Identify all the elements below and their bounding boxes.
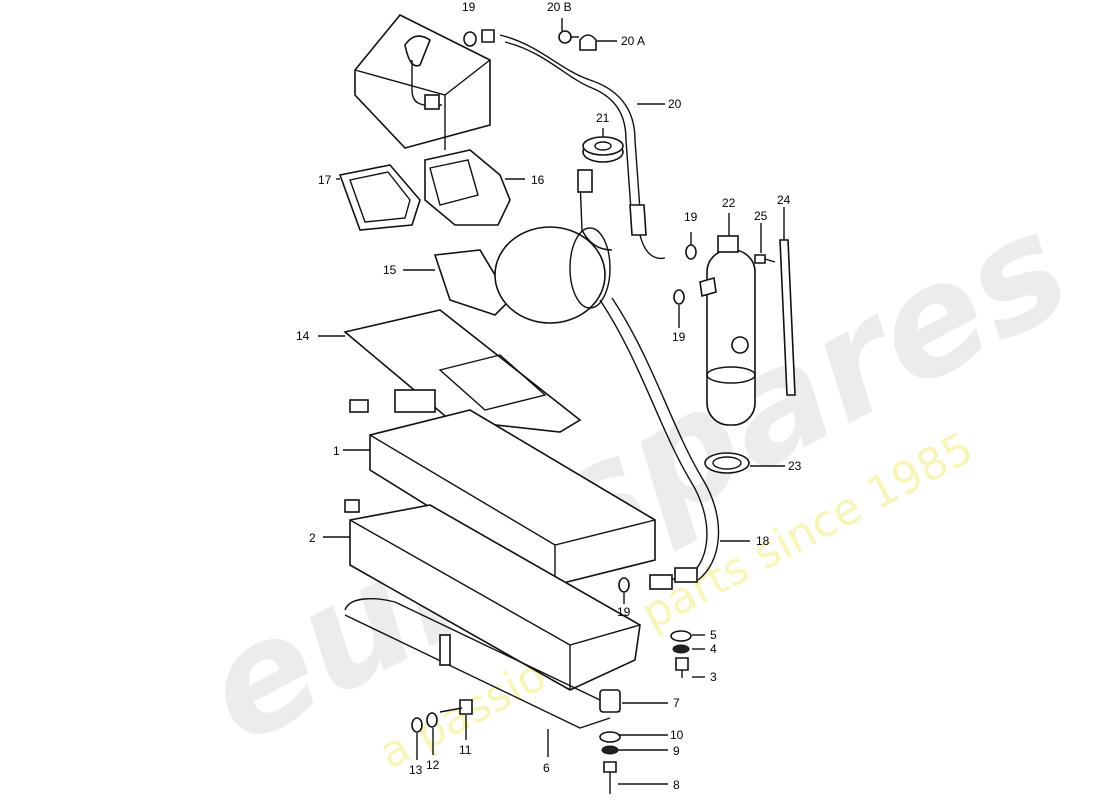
label-part-3: 3	[710, 670, 717, 684]
label-part-2: 2	[309, 531, 316, 545]
label-part-17: 17	[318, 173, 332, 187]
label-part-23: 23	[788, 459, 802, 473]
label-part-19-bottom: 19	[617, 605, 631, 619]
label-part-10: 10	[670, 728, 684, 742]
receiver-dryer-22	[699, 235, 756, 426]
screw-20b	[558, 30, 579, 44]
tray-2	[344, 499, 641, 691]
grommet-21	[582, 136, 624, 163]
label-part-12: 12	[426, 758, 440, 772]
label-part-16: 16	[531, 173, 545, 187]
label-part-15: 15	[383, 263, 397, 277]
leader-lines	[318, 18, 785, 785]
watermark: eurospares a passion for parts since 198…	[177, 180, 1096, 780]
label-part-20b: 20 B	[547, 0, 572, 14]
label-part-9: 9	[673, 744, 680, 758]
gasket-17	[338, 164, 421, 231]
blower-15	[433, 169, 613, 324]
label-part-1: 1	[333, 444, 340, 458]
label-part-6: 6	[543, 761, 550, 775]
hose-20	[481, 29, 666, 260]
label-part-13: 13	[409, 763, 423, 777]
bracket-20a	[579, 34, 597, 51]
part-labels: 1 2 3 4 5 6 7 8 9 10 11 12 13 14 15 16 1…	[296, 0, 802, 792]
label-part-20a: 20 A	[621, 34, 645, 48]
hardware-set	[411, 630, 692, 794]
label-part-21: 21	[596, 111, 610, 125]
hose-18	[599, 297, 720, 590]
strap-6	[344, 598, 621, 729]
washers-19	[463, 31, 697, 593]
screw-25	[754, 254, 776, 264]
label-part-14: 14	[296, 329, 310, 343]
bracket-24	[779, 239, 796, 396]
label-part-19-top: 19	[462, 0, 476, 14]
clamp-23	[704, 452, 750, 474]
label-part-18: 18	[756, 534, 770, 548]
label-part-7: 7	[673, 696, 680, 710]
label-part-25: 25	[754, 209, 768, 223]
label-part-19-dryer-bottom: 19	[672, 330, 686, 344]
label-part-4: 4	[710, 642, 717, 656]
duct-16	[424, 149, 511, 226]
label-part-24: 24	[777, 193, 791, 207]
label-part-5: 5	[710, 628, 717, 642]
label-part-20: 20	[668, 97, 682, 111]
label-part-11: 11	[459, 743, 472, 757]
label-part-19-dryer-top: 19	[684, 210, 698, 224]
evaporator-housing-detail	[354, 13, 491, 150]
label-part-8: 8	[673, 778, 680, 792]
label-part-22: 22	[722, 196, 736, 210]
